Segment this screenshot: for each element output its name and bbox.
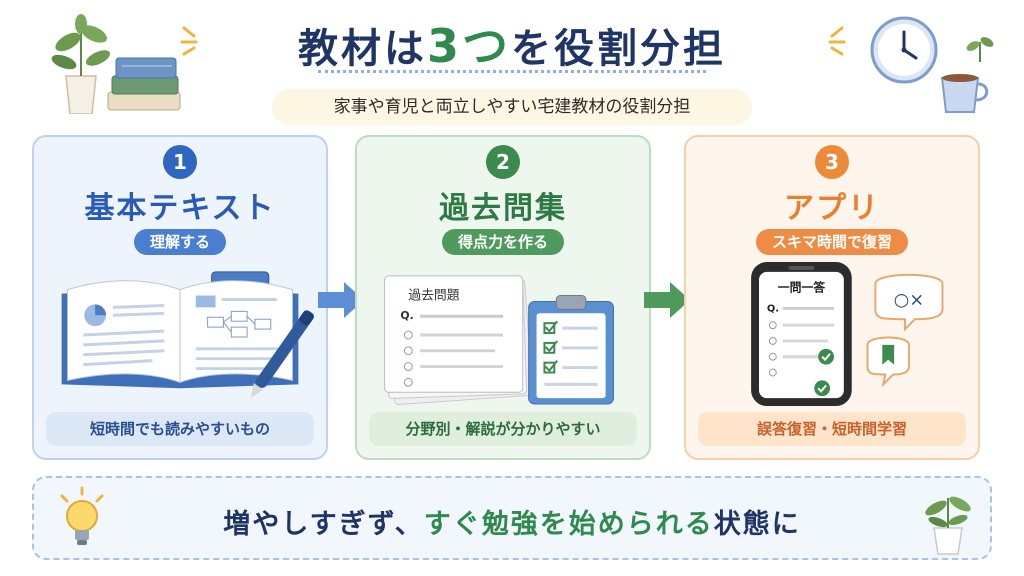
light-bulb-icon (60, 486, 104, 545)
title-underline (318, 70, 706, 73)
open-textbook-icon (61, 271, 314, 398)
question-label: Q. (400, 309, 413, 322)
screen-title: 一問一答 (778, 281, 825, 295)
panel-app: 3 アプリ スキマ時間で復習 一問一答 Q. ○× 誤答復習・短時間学習 (684, 135, 980, 460)
title-number: 3つ (426, 19, 511, 73)
subtitle: 家事や育児と両立しやすい宅建教材の役割分担 (272, 89, 752, 125)
page-title: 教材は3つを役割分担 (0, 10, 1024, 76)
smartphone-icon: 一問一答 Q. ○× (751, 262, 944, 407)
title-prefix: 教材は (297, 26, 427, 72)
sheet-title: 過去問題 (408, 289, 459, 304)
plant-and-books-icon (51, 14, 181, 114)
bottom-banner: 増やしすぎず、すぐ勉強を始められる状態に (32, 476, 992, 560)
clock-and-coffee-icon (870, 16, 994, 113)
sparkle-right-icon (828, 26, 846, 56)
panel-title: アプリ (784, 191, 880, 226)
panel-tag: 得点力を作る (441, 229, 565, 255)
panel-number: 3 (815, 145, 849, 179)
panel-footer: 誤答復習・短時間学習 (698, 412, 966, 446)
panel-past-exams: 2 過去問集 得点力を作る 過去問題 Q. 分野別・解説 (355, 135, 651, 460)
bubble-text: ○× (894, 290, 924, 310)
panel-title: 基本テキスト (84, 191, 276, 226)
panel-footer: 分野別・解説が分かりやすい (369, 412, 637, 446)
panel-textbook: 1 基本テキスト 理解する (32, 135, 328, 460)
panel-tag: 理解する (133, 229, 227, 255)
potted-plant-icon (925, 496, 971, 555)
arrow-right-icon (644, 282, 690, 318)
exam-sheets-icon: 過去問題 Q. (384, 275, 614, 406)
panel-footer: 短時間でも読みやすいもの (46, 412, 314, 446)
title-suffix: を役割分担 (511, 26, 726, 72)
sparkle-left-icon (180, 26, 198, 56)
panel-tag: スキマ時間で復習 (755, 229, 909, 255)
question-label: Q. (767, 303, 779, 314)
banner-text: 増やしすぎず、すぐ勉強を始められる状態に (34, 502, 990, 541)
banner-text-part1: 増やしすぎず、 (223, 509, 424, 540)
banner-text-part3: 状態に (713, 509, 801, 540)
panel-number: 1 (163, 145, 197, 179)
panel-title: 過去問集 (439, 191, 567, 226)
banner-text-highlight: すぐ勉強を始められる (423, 509, 714, 540)
arrow-right-icon (318, 282, 364, 318)
panel-number: 2 (486, 145, 520, 179)
